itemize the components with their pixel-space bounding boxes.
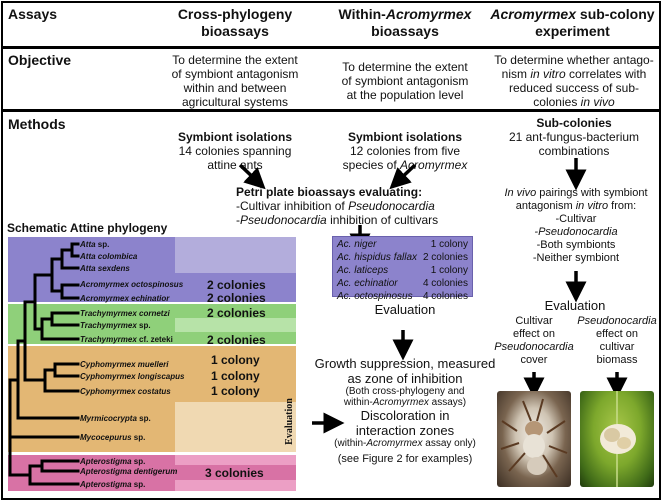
colony-count: 3 colonies: [205, 466, 264, 480]
invivo-pairings: In vivo pairings with symbiont antagonis…: [504, 187, 648, 264]
taxon-label: Apterostigma dentigerum: [80, 467, 178, 476]
taxon-label: Cyphomyrmex muelleri: [80, 360, 169, 369]
photo-ant-pseudonocardia: [497, 391, 571, 487]
colony-count: 2 colonies: [207, 278, 266, 292]
pseudo-effect: Pseudonocardia effect on cultivar biomas…: [577, 315, 657, 366]
taxon-label: Mycocepurus sp.: [80, 433, 146, 442]
colony-count: 1 colony: [211, 369, 260, 383]
band-aptero-light-bottom: [175, 480, 296, 491]
colony-count: 1 colony: [211, 384, 260, 398]
isolation-within: Symbiont isolations 12 colonies from fiv…: [342, 130, 468, 172]
evaluation-right: Evaluation: [544, 298, 606, 313]
objective-subcolony: To determine whether antago- nism in vit…: [494, 53, 654, 109]
header-subcolony-line1: Acromyrmex sub-colony: [490, 6, 655, 22]
divider-1: [1, 46, 661, 49]
taxon-label: Atta colombica: [80, 252, 138, 261]
header-within-line1: Within-Acromyrmex: [338, 6, 472, 22]
taxon-label: Trachymyrmex sp.: [80, 321, 151, 330]
taxon-label: Apterostigma sp.: [80, 480, 146, 489]
evaluation-vertical: Evaluation: [283, 398, 295, 445]
colony-count: 2 colonies: [207, 291, 266, 305]
photo-leaf-cultivar: [580, 391, 654, 487]
subcolonies: Sub-colonies 21 ant-fungus-bacterium com…: [508, 116, 640, 158]
header-subcolony-line2: experiment: [535, 23, 610, 39]
taxon-label: Apterostigma sp.: [80, 457, 146, 466]
colony-count: 2 colonies: [207, 306, 266, 320]
header-cross-line2: bioassays: [201, 23, 269, 39]
taxon-label: Trachymyrmex cf. zeteki: [80, 335, 173, 344]
band-trachy-light: [175, 318, 296, 332]
taxon-label: Acromyrmex echinatior: [80, 294, 170, 303]
band-aptero-light-top: [175, 455, 296, 465]
band-cypho-light: [175, 402, 296, 452]
header-cross-line1: Cross-phylogeny: [177, 6, 293, 22]
taxon-label: Cyphomyrmex longiscapus: [80, 372, 185, 381]
phylogeny-title: Schematic Attine phylogeny: [7, 221, 168, 235]
leaf-photo-drawing: [600, 391, 636, 487]
growth-suppression: Growth suppression, measured as zone of …: [314, 356, 496, 465]
divider-2: [1, 109, 661, 112]
ant-photo-drawing: [500, 398, 568, 478]
isolation-cross: Symbiont isolations 14 colonies spanning…: [177, 130, 292, 172]
taxon-label: Trachymyrmex cornetzi: [80, 309, 170, 318]
header-within-line2: bioassays: [371, 23, 439, 39]
header-subcolony: Acromyrmex sub-colony experiment: [485, 6, 660, 40]
cultivar-effect: Cultivar effect on Pseudonocardia cover: [494, 315, 574, 366]
arrow-iso2-to-petri: [389, 163, 417, 190]
colony-count: 2 colonies: [207, 333, 266, 347]
assays-label: Assays: [8, 6, 58, 22]
taxon-label: Cyphomyrmex costatus: [80, 387, 171, 396]
header-cross-phylogeny: Cross-phylogeny bioassays: [150, 6, 320, 40]
taxon-label: Myrmicocrypta sp.: [80, 414, 151, 423]
taxon-label: Acromyrmex octospinosus: [80, 280, 184, 289]
colony-count: 1 colony: [211, 353, 260, 367]
band-attini-light: [175, 237, 296, 273]
methods-label: Methods: [8, 116, 66, 132]
taxon-label: Atta sp.: [80, 240, 110, 249]
objective-label: Objective: [8, 52, 72, 68]
taxon-label: Atta sexdens: [80, 264, 130, 273]
petri-bioassays: Petri plate bioassays evaluating: -Culti…: [236, 185, 439, 227]
evaluation-mid: Evaluation: [374, 302, 436, 317]
arrow-iso1-to-petri: [238, 163, 266, 190]
header-within: Within-Acromyrmex bioassays: [320, 6, 490, 40]
